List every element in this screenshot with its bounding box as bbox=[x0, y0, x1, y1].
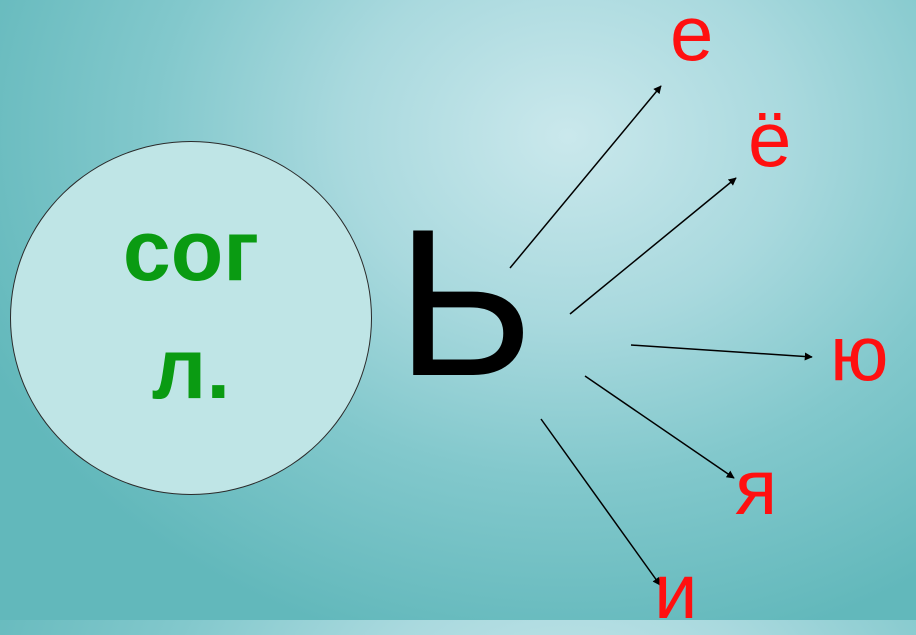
vowel-e: е bbox=[670, 0, 714, 77]
soft-sign-letter: Ь bbox=[396, 185, 534, 420]
circle-text-line1: сог bbox=[122, 203, 260, 299]
vowel-yo: ё bbox=[748, 95, 792, 183]
circle-text-line2: л. bbox=[151, 321, 231, 417]
arrow-to-e bbox=[509, 85, 662, 269]
arrow-to-i bbox=[540, 418, 661, 586]
arrow-to-yu bbox=[630, 344, 813, 361]
vowel-i: и bbox=[654, 547, 698, 635]
vowel-ya: я bbox=[735, 443, 778, 531]
slide: сог л. Ь е ё ю я и bbox=[10, 0, 889, 630]
arrow-to-ya bbox=[584, 375, 735, 479]
arrow-to-yo bbox=[569, 177, 737, 315]
arrows-layer bbox=[509, 85, 813, 586]
vowel-yu: ю bbox=[830, 309, 889, 397]
consonant-circle: сог л. bbox=[10, 141, 372, 495]
